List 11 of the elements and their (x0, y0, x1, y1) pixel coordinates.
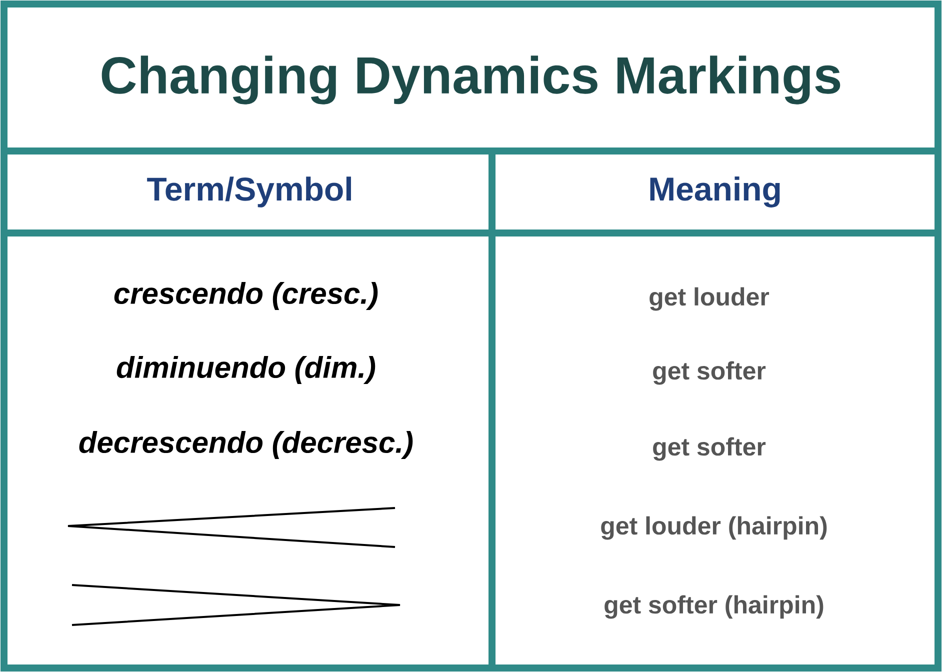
table-cell: get louder (650, 287, 770, 311)
table-cell: get softer (653, 361, 766, 385)
table-cell: get softer (653, 437, 766, 461)
column-header: Meaning (650, 176, 780, 208)
table-cell: get softer (hairpin) (604, 595, 824, 619)
title: Changing Dynamics Markings (102, 56, 840, 104)
table-cell: decrescendo (decresc.) (79, 431, 413, 459)
table-cell: crescendo (cresc.) (114, 282, 378, 310)
table-cell: get louder (hairpin) (601, 516, 827, 540)
table-cell: diminuendo (dim.) (116, 356, 376, 384)
column-header: Term/Symbol (147, 176, 351, 208)
